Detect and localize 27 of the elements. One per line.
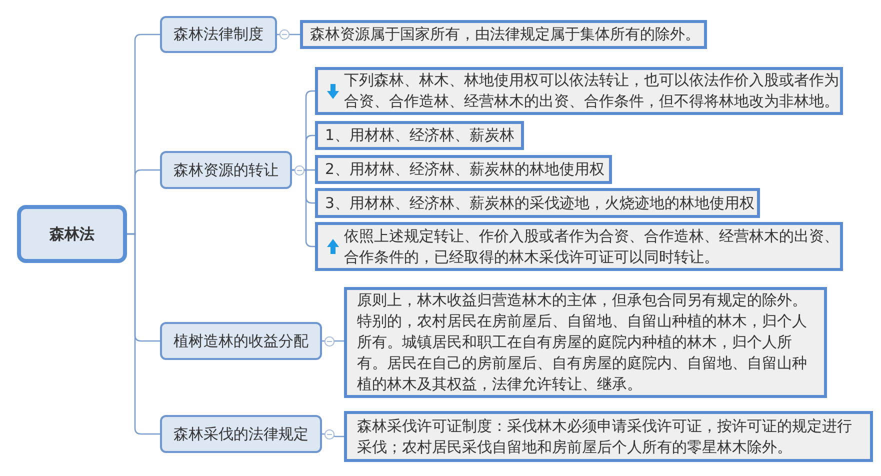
central-topic-box: [17, 205, 127, 263]
note-text: 1、用材林、经济林、薪炭林: [325, 125, 514, 146]
topic-label: 森林资源的转让: [174, 160, 278, 180]
note-box: [315, 67, 843, 115]
note-text: 2、用材林、经济林、薪炭林的林地使用权: [325, 159, 604, 180]
connector-line: [127, 233, 160, 435]
note-text: 依照上述规定转让、作价入股或者作为合资、合作造林、经营林木的出资、合作条件的，已经取得的林木采伐许可证可以同时转让。: [344, 226, 840, 268]
connector-line: [292, 169, 315, 248]
note-text: 森林资源属于国家所有，由法律规定属于集体所有的除外。: [310, 24, 700, 45]
central-topic-label: 森林法: [50, 224, 94, 244]
note-box: [315, 121, 524, 150]
topic-box: [160, 16, 277, 53]
note-text: 3、用材林、经济林、薪炭林的采伐迹地，火烧迹地的林地使用权: [325, 192, 754, 214]
topic-box: [160, 322, 322, 360]
topic-box: [160, 415, 322, 453]
note-box: [315, 222, 843, 271]
topic-box: [160, 151, 292, 189]
note-box: [315, 188, 760, 218]
topic-label: 植树造林的收益分配: [174, 330, 308, 352]
note-box: [300, 20, 707, 49]
topic-label: 森林法律制度: [174, 24, 264, 45]
note-text: 原则上，林木收益归营造林木的主体，但承包合同另有规定的除外。特别的，农村居民在房前屋后、自留地、自留山种植的林木，归个人所有。城镇居民和职工在自有房屋的庭院内种植的林木，归个人所有。居民在自己的房前屋后、自有房屋的庭院内、自留地、自留山种植的林木及其权益，法律允许转让、继承。: [357, 290, 808, 395]
topic-label: 森林采伐的法律规定: [174, 424, 308, 444]
note-text: 下列森林、林木、林地使用权可以依法转让，也可以依法作价入股或者作为合资、合作造林、经营林木的出资、合作条件，但不得将林地改为非林地。: [344, 70, 840, 112]
note-box: [315, 155, 612, 184]
note-box: [344, 411, 873, 462]
note-text: 森林采伐许可证制度：采伐林木必须申请采伐许可证，按许可证的规定进行采伐；农村居民采伐自留地和房前屋后个人所有的零星林木除外。: [357, 416, 853, 458]
